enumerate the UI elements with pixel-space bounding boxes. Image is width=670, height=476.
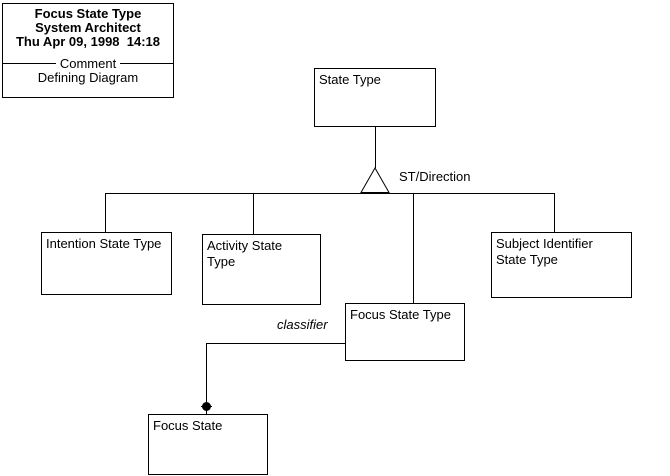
node-label: Activity State Type <box>207 238 283 269</box>
diagram-title: Focus State Type <box>34 6 142 21</box>
node-activity-state-type[interactable]: Activity State Type <box>202 234 321 305</box>
edge-rail-to-intention <box>105 193 106 232</box>
generalization-label: ST/Direction <box>399 169 471 184</box>
cluster-dot-icon <box>201 401 212 412</box>
comment-divider-line-right <box>120 62 174 64</box>
classifier-edge-vertical <box>206 343 207 414</box>
comment-divider: Comment <box>3 55 174 71</box>
node-label: Focus State <box>153 418 223 433</box>
generalization-rail <box>105 193 555 194</box>
generalization-triangle-icon <box>360 166 390 193</box>
node-focus-state[interactable]: Focus State <box>148 414 268 475</box>
comment-label: Comment <box>59 55 117 71</box>
title-block: Focus State Type System Architect Thu Ap… <box>2 3 174 98</box>
comment-divider-line-left <box>3 62 56 64</box>
node-label: Intention State Type <box>46 236 162 251</box>
classifier-edge-horizontal <box>207 343 345 344</box>
node-label: State Type <box>319 72 381 87</box>
tool-name: System Architect <box>35 20 141 35</box>
edge-rail-to-focus-state-type <box>413 193 414 303</box>
node-label: Focus State Type <box>350 307 451 322</box>
edge-statetype-to-triangle <box>375 127 376 168</box>
edge-rail-to-subject-identifier <box>554 193 555 232</box>
node-intention-state-type[interactable]: Intention State Type <box>41 232 172 295</box>
timestamp: Thu Apr 09, 1998 14:18 <box>15 34 161 49</box>
node-subject-identifier-state-type[interactable]: Subject Identifier State Type <box>491 232 632 298</box>
edge-rail-to-activity <box>253 193 254 234</box>
node-state-type[interactable]: State Type <box>314 68 436 127</box>
node-label: Subject Identifier State Type <box>496 236 593 267</box>
classifier-label: classifier <box>277 317 328 332</box>
defining-diagram-label: Defining Diagram <box>37 70 139 85</box>
node-focus-state-type[interactable]: Focus State Type <box>345 303 465 361</box>
